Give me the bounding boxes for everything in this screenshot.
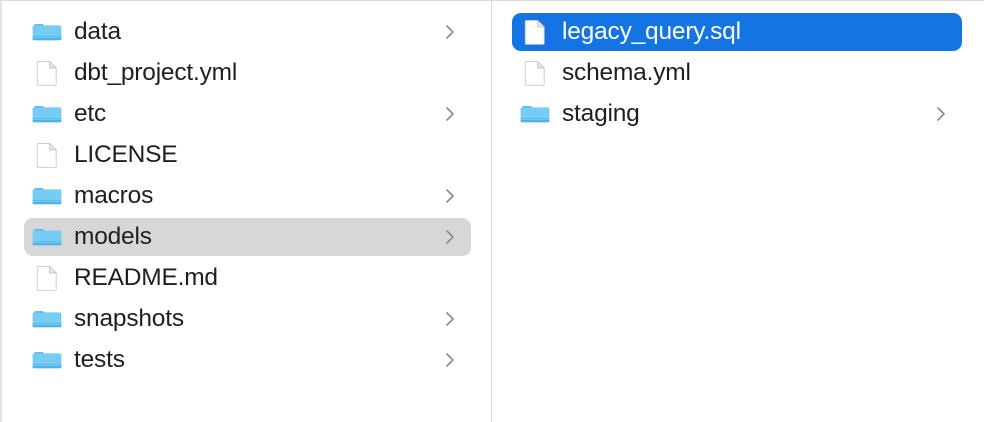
- folder-icon-glyph: [32, 229, 62, 246]
- chevron-right-icon-glyph: [446, 230, 454, 244]
- item-label: dbt_project.yml: [74, 59, 238, 86]
- item-label: macros: [74, 182, 154, 209]
- folder-row[interactable]: etc: [24, 95, 471, 133]
- folder-icon: [32, 99, 62, 129]
- chevron-right-icon[interactable]: [934, 104, 948, 124]
- chevron-right-icon[interactable]: [443, 22, 457, 42]
- item-label: snapshots: [74, 305, 184, 332]
- folder-icon: [520, 99, 550, 129]
- folder-row[interactable]: models: [24, 218, 471, 256]
- folder-icon: [32, 17, 62, 47]
- chevron-right-icon-glyph: [446, 25, 454, 39]
- item-label: LICENSE: [74, 141, 178, 168]
- folder-icon: [32, 181, 62, 211]
- item-label: tests: [74, 346, 125, 373]
- folder-icon: [32, 345, 62, 375]
- chevron-right-icon[interactable]: [443, 186, 457, 206]
- item-label: staging: [562, 100, 640, 127]
- chevron-right-icon[interactable]: [443, 309, 457, 329]
- chevron-right-icon-glyph: [446, 189, 454, 203]
- file-row[interactable]: schema.yml: [512, 54, 962, 92]
- folder-icon-glyph: [32, 188, 62, 205]
- document-icon-glyph: [524, 60, 545, 86]
- folder-icon-glyph: [32, 106, 62, 123]
- chevron-right-icon[interactable]: [443, 227, 457, 247]
- folder-icon-glyph: [32, 24, 62, 41]
- folder-row[interactable]: data: [24, 13, 471, 51]
- folder-icon: [32, 222, 62, 252]
- folder-row[interactable]: macros: [24, 177, 471, 215]
- item-label: README.md: [74, 264, 218, 291]
- file-row[interactable]: README.md: [24, 259, 471, 297]
- folder-row[interactable]: snapshots: [24, 300, 471, 338]
- column-child[interactable]: legacy_query.sql schema.yml staging: [492, 1, 984, 422]
- chevron-right-icon-glyph: [446, 312, 454, 326]
- item-label: data: [74, 18, 121, 45]
- folder-icon-glyph: [32, 352, 62, 369]
- chevron-right-icon[interactable]: [443, 350, 457, 370]
- folder-icon-glyph: [520, 106, 550, 123]
- folder-icon-glyph: [32, 311, 62, 328]
- document-icon-glyph: [36, 60, 57, 86]
- chevron-right-icon[interactable]: [443, 104, 457, 124]
- chevron-right-icon-glyph: [446, 107, 454, 121]
- folder-row[interactable]: staging: [512, 95, 962, 133]
- document-icon: [32, 140, 62, 170]
- document-icon-glyph: [36, 142, 57, 168]
- file-row[interactable]: dbt_project.yml: [24, 54, 471, 92]
- document-icon: [520, 58, 550, 88]
- item-label: legacy_query.sql: [562, 18, 741, 45]
- item-label: schema.yml: [562, 59, 691, 86]
- document-icon: [32, 58, 62, 88]
- item-label: etc: [74, 100, 107, 127]
- document-icon: [32, 263, 62, 293]
- chevron-right-icon-glyph: [446, 353, 454, 367]
- folder-icon: [32, 304, 62, 334]
- item-label: models: [74, 223, 152, 250]
- document-icon: [520, 17, 550, 47]
- folder-row[interactable]: tests: [24, 341, 471, 379]
- chevron-right-icon-glyph: [937, 107, 945, 121]
- file-row[interactable]: legacy_query.sql: [512, 13, 962, 51]
- document-icon-glyph: [524, 19, 545, 45]
- file-row[interactable]: LICENSE: [24, 136, 471, 174]
- document-icon-glyph: [36, 265, 57, 291]
